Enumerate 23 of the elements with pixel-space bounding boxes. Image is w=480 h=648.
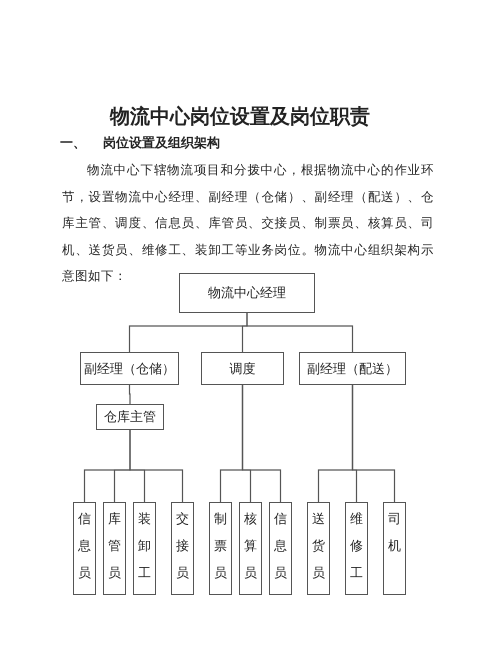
connector-line	[352, 385, 396, 502]
connector-line	[128, 385, 131, 404]
org-box: 信息员	[73, 502, 96, 595]
org-box: 物流中心经理	[179, 273, 315, 313]
org-box: 调度	[201, 352, 284, 385]
section-heading: 岗位设置及组织架构	[103, 135, 220, 152]
org-box: 交接员	[171, 502, 194, 595]
connector-line	[242, 385, 282, 502]
title: 物流中心岗位设置及岗位职责	[108, 103, 371, 130]
connector-line	[246, 313, 354, 352]
org-box: 维修工	[345, 502, 368, 595]
org-box: 司机	[383, 502, 406, 595]
org-box: 库管员	[103, 502, 126, 595]
org-box: 送货员	[307, 502, 330, 595]
org-box: 副经理（仓储）	[80, 352, 179, 385]
org-box: 副经理（配送）	[299, 352, 406, 385]
section-number: 一、	[60, 135, 86, 152]
org-box: 仓库主管	[96, 404, 164, 430]
connector-line	[129, 430, 184, 502]
org-box: 信息员	[269, 502, 292, 595]
org-box: 制票员	[209, 502, 232, 595]
org-box: 核算员	[239, 502, 262, 595]
org-box: 装卸工	[133, 502, 156, 595]
